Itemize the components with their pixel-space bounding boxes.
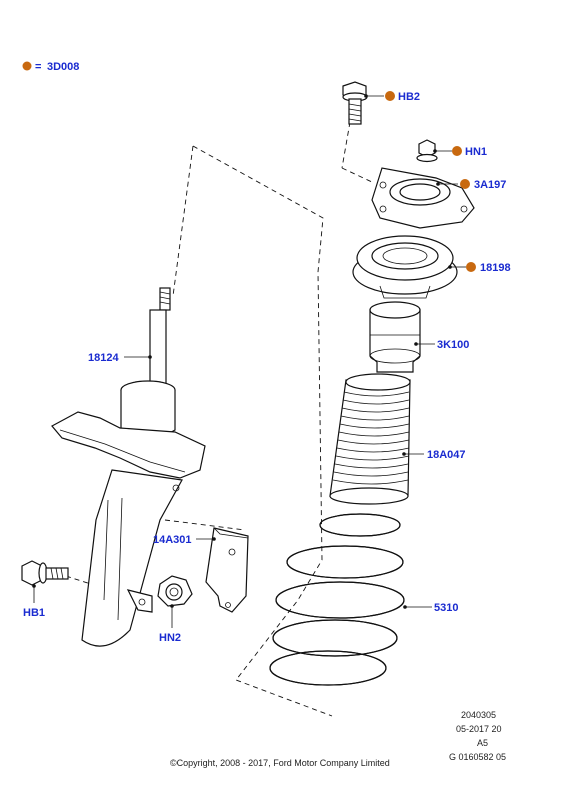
- ref-code-2: 05-2017 20: [456, 724, 502, 734]
- spring-seat-18198[interactable]: [352, 235, 458, 299]
- copyright-notice: ©Copyright, 2008 - 2017, Ford Motor Comp…: [170, 758, 390, 768]
- nut-hn2[interactable]: [157, 575, 193, 607]
- ref-code-1: 2040305: [461, 710, 496, 720]
- bolt-hb1[interactable]: [21, 560, 69, 586]
- label-5310[interactable]: 5310: [434, 602, 458, 614]
- label-hn2[interactable]: HN2: [159, 632, 181, 644]
- label-14a301[interactable]: 14A301: [153, 534, 192, 546]
- label-18198[interactable]: 18198: [480, 262, 511, 274]
- label-18a047[interactable]: 18A047: [427, 449, 466, 461]
- shock-absorber-18124[interactable]: [51, 287, 206, 647]
- marker-hb2: [385, 91, 395, 101]
- label-hb2[interactable]: HB2: [398, 91, 420, 103]
- label-hn1[interactable]: HN1: [465, 146, 487, 158]
- ref-code-3: A5: [477, 738, 488, 748]
- legend-code: 3D008: [47, 61, 79, 73]
- label-3k100[interactable]: 3K100: [437, 339, 469, 351]
- marker-hn1: [452, 146, 462, 156]
- marker-3a197: [460, 179, 470, 189]
- legend-marker: [22, 61, 32, 71]
- bracket-14a301[interactable]: [205, 527, 249, 613]
- label-18124[interactable]: 18124: [88, 352, 119, 364]
- bump-stop-3k100[interactable]: [369, 301, 421, 373]
- legend: = 3D008: [22, 61, 79, 73]
- leader-lines: [32, 94, 466, 628]
- footer: 2040305 05-2017 20 A5 G 0160582 05 ©Copy…: [170, 710, 506, 768]
- coil-spring-5310[interactable]: [269, 513, 405, 686]
- part-labels: HB2 HN1 3A197 18198 3K100 18A047 5310 18…: [23, 91, 511, 644]
- nut-hn1[interactable]: [416, 139, 438, 163]
- dust-boot-18a047[interactable]: [329, 373, 411, 505]
- label-3a197[interactable]: 3A197: [474, 179, 506, 191]
- marker-18198: [466, 262, 476, 272]
- legend-equals: =: [35, 61, 41, 73]
- fastener-markers: [385, 91, 476, 272]
- bolt-hb2[interactable]: [342, 81, 368, 125]
- top-mount-3a197[interactable]: [371, 167, 475, 229]
- label-hb1[interactable]: HB1: [23, 607, 45, 619]
- ref-code-4: G 0160582 05: [449, 752, 506, 762]
